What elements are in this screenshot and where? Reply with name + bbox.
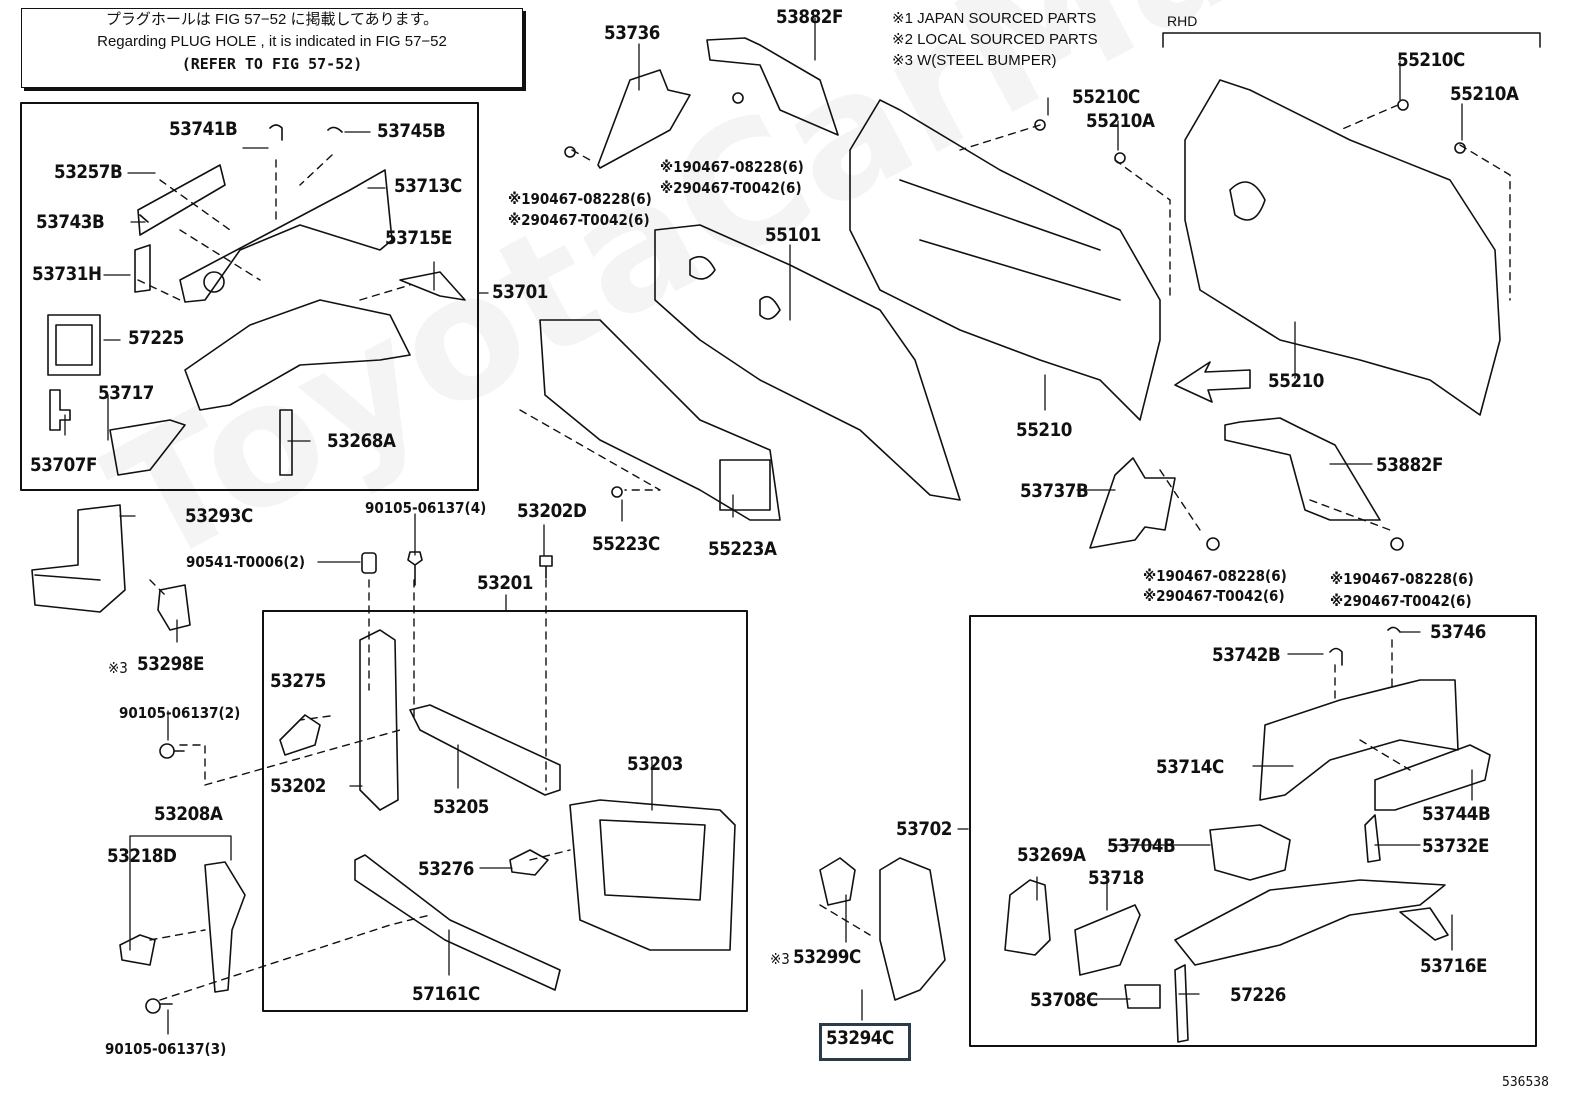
part-label-53205[interactable]: 53205 xyxy=(433,796,489,818)
part-label-55223A[interactable]: 55223A xyxy=(708,538,777,560)
part-label-55210-rhd[interactable]: 55210 xyxy=(1268,370,1324,392)
steel-bumper-mark-53299C: ※3 xyxy=(770,950,790,968)
part-label-53744B[interactable]: 53744B xyxy=(1422,803,1491,825)
part-label-53715E[interactable]: 53715E xyxy=(385,227,452,249)
part-label-53741B[interactable]: 53741B xyxy=(169,118,238,140)
legend-item-japan: ※1 JAPAN SOURCED PARTS xyxy=(892,10,1097,27)
part-label-55210C-rhd[interactable]: 55210C xyxy=(1397,49,1465,71)
frame-53201 xyxy=(262,610,748,1012)
part-label-53716E[interactable]: 53716E xyxy=(1420,955,1487,977)
part-label-53731H[interactable]: 53731H xyxy=(32,263,102,285)
frame-53702 xyxy=(969,615,1537,1047)
fastener-label-bolt-2[interactable]: 90105-06137(2) xyxy=(119,704,241,722)
part-label-53882F-bottom[interactable]: 53882F xyxy=(1376,454,1443,476)
part-label-53737B[interactable]: 53737B xyxy=(1020,480,1089,502)
part-label-53275[interactable]: 53275 xyxy=(270,670,326,692)
notice-english: Regarding PLUG HOLE , it is indicated in… xyxy=(97,33,447,50)
notice-japanese: プラグホールは FIG 57−52 に掲載してあります。 xyxy=(105,11,439,28)
notice-reference-link[interactable]: (REFER TO FIG 57-52) xyxy=(181,55,363,73)
part-label-53708C[interactable]: 53708C xyxy=(1030,989,1098,1011)
part-label-53882F-top[interactable]: 53882F xyxy=(776,6,843,28)
part-label-53269A[interactable]: 53269A xyxy=(1017,844,1086,866)
part-label-57225[interactable]: 57225 xyxy=(128,327,184,349)
part-label-53714C[interactable]: 53714C xyxy=(1156,756,1224,778)
part-label-53701[interactable]: 53701 xyxy=(492,281,548,303)
part-label-53276[interactable]: 53276 xyxy=(418,858,474,880)
part-label-53202D[interactable]: 53202D xyxy=(517,500,587,522)
fastener-label-nut-2[interactable]: 90541-T0006(2) xyxy=(186,553,306,571)
fastener-label-clip-b-japan[interactable]: ※190467-08228(6) xyxy=(660,158,804,176)
dashed-assembly-lines xyxy=(137,104,1511,1001)
part-shapes xyxy=(31,37,1501,1043)
part-label-53202[interactable]: 53202 xyxy=(270,775,326,797)
part-label-55210C-lhd[interactable]: 55210C xyxy=(1072,86,1140,108)
fastener-label-clip-c-local[interactable]: ※290467-T0042(6) xyxy=(1143,587,1285,605)
fastener-label-clip-d-local[interactable]: ※290467-T0042(6) xyxy=(1330,592,1472,610)
part-label-53732E[interactable]: 53732E xyxy=(1422,835,1489,857)
fastener-label-clip-c-japan[interactable]: ※190467-08228(6) xyxy=(1143,567,1287,585)
rhd-label: RHD xyxy=(1167,13,1198,29)
part-label-53704B[interactable]: 53704B xyxy=(1107,835,1176,857)
fastener-label-clip-d-japan[interactable]: ※190467-08228(6) xyxy=(1330,570,1474,588)
part-label-53218D[interactable]: 53218D xyxy=(107,845,177,867)
legend-item-steel-bumper: ※3 W(STEEL BUMPER) xyxy=(892,52,1057,69)
part-label-53742B[interactable]: 53742B xyxy=(1212,644,1281,666)
part-label-53257B[interactable]: 53257B xyxy=(54,161,123,183)
part-label-53746[interactable]: 53746 xyxy=(1430,621,1486,643)
part-label-53736[interactable]: 53736 xyxy=(604,22,660,44)
part-label-53203[interactable]: 53203 xyxy=(627,753,683,775)
part-label-55210-lhd[interactable]: 55210 xyxy=(1016,419,1072,441)
part-label-53293C[interactable]: 53293C xyxy=(185,505,253,527)
legend: ※1 JAPAN SOURCED PARTS ※2 LOCAL SOURCED … xyxy=(892,8,1098,71)
part-label-53268A[interactable]: 53268A xyxy=(327,430,396,452)
fastener-label-clip-b-local[interactable]: ※290467-T0042(6) xyxy=(660,179,802,197)
plug-hole-notice: プラグホールは FIG 57−52 に掲載してあります。 Regarding P… xyxy=(21,8,523,88)
part-label-53201[interactable]: 53201 xyxy=(477,572,533,594)
legend-item-local: ※2 LOCAL SOURCED PARTS xyxy=(892,31,1098,48)
frame-53701 xyxy=(20,102,479,491)
part-label-55210A-lhd[interactable]: 55210A xyxy=(1086,110,1155,132)
part-label-53208A[interactable]: 53208A xyxy=(154,803,223,825)
fastener-label-clip-a-local[interactable]: ※290467-T0042(6) xyxy=(508,211,650,229)
fastener-label-bolt-3[interactable]: 90105-06137(3) xyxy=(105,1040,227,1058)
part-label-53745B[interactable]: 53745B xyxy=(377,120,446,142)
rhd-bracket xyxy=(1162,32,1541,48)
part-label-57161C[interactable]: 57161C xyxy=(412,983,480,1005)
part-label-53718[interactable]: 53718 xyxy=(1088,867,1144,889)
part-label-55210A-rhd[interactable]: 55210A xyxy=(1450,83,1519,105)
part-label-53702[interactable]: 53702 xyxy=(896,818,952,840)
part-label-53717[interactable]: 53717 xyxy=(98,382,154,404)
direction-arrow xyxy=(1174,361,1251,403)
part-label-53713C[interactable]: 53713C xyxy=(394,175,462,197)
part-label-53294C[interactable]: 53294C xyxy=(826,1027,894,1049)
steel-bumper-mark-53298E: ※3 xyxy=(108,659,128,677)
part-label-57226[interactable]: 57226 xyxy=(1230,984,1286,1006)
figure-number: 536538 xyxy=(1502,1075,1549,1090)
part-label-53707F[interactable]: 53707F xyxy=(30,454,97,476)
selected-part-highlight xyxy=(819,1023,911,1061)
part-label-55101[interactable]: 55101 xyxy=(765,224,821,246)
part-label-55223C[interactable]: 55223C xyxy=(592,533,660,555)
part-label-53298E[interactable]: 53298E xyxy=(137,653,204,675)
fastener-label-bolt-4[interactable]: 90105-06137(4) xyxy=(365,499,487,517)
fastener-label-clip-a-japan[interactable]: ※190467-08228(6) xyxy=(508,190,652,208)
part-label-53299C[interactable]: 53299C xyxy=(793,946,861,968)
part-label-53743B[interactable]: 53743B xyxy=(36,211,105,233)
